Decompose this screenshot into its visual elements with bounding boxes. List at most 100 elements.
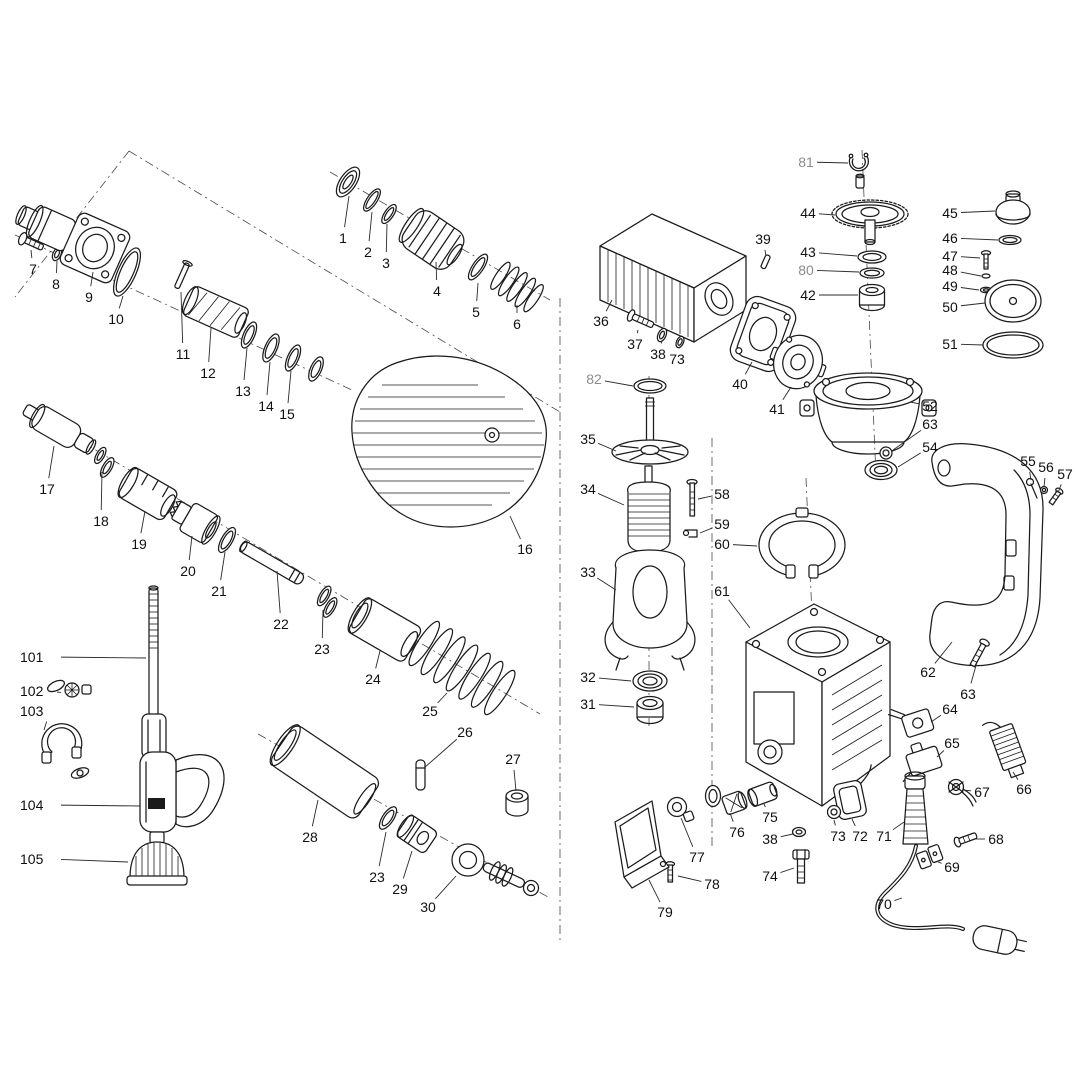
- part-label-105: 105: [20, 851, 44, 867]
- part-label-56: 56: [1038, 459, 1054, 475]
- part-label-15: 15: [279, 406, 295, 422]
- leader-line-20: [188, 535, 193, 561]
- part-17-striker-piston: [22, 403, 97, 455]
- part-label-23: 23: [314, 641, 330, 657]
- leader-line-74: [780, 867, 795, 873]
- part-label-10: 10: [108, 311, 124, 327]
- part-20-ratchet-sleeve: [169, 500, 221, 545]
- leader-line-36: [605, 299, 613, 312]
- part-label-67: 67: [974, 784, 990, 800]
- part-66-carbon-brush: [982, 721, 1027, 779]
- part-label-75: 75: [762, 809, 778, 825]
- leader-line-50: [960, 302, 986, 307]
- part-label-8: 8: [52, 276, 60, 292]
- leader-line-64: [930, 714, 942, 723]
- part-77-cap: [666, 796, 695, 823]
- part-50-cover-plate: [984, 279, 1042, 323]
- part-label-63: 63: [960, 686, 976, 702]
- part-43-snap-ring: [857, 250, 887, 264]
- part-55-screw: [1025, 477, 1038, 499]
- part-3-ring: [381, 203, 397, 225]
- leader-line-48: [960, 271, 982, 277]
- part-47-screw: [980, 250, 992, 270]
- part-12-cylinder-sleeve: [181, 286, 249, 338]
- leader-line-38: [780, 833, 794, 838]
- leader-line-38: [660, 340, 663, 344]
- leader-line-44: [818, 213, 836, 216]
- leader-line-105: [60, 858, 129, 863]
- part-label-18: 18: [93, 513, 109, 529]
- part-label-33: 33: [580, 564, 596, 580]
- leader-line-16: [509, 515, 521, 540]
- part-7-bolt: [17, 232, 44, 251]
- part-56-washer: [1039, 485, 1049, 495]
- part-label-11: 11: [176, 346, 191, 362]
- leader-line-52: [909, 401, 920, 405]
- part-label-28: 28: [302, 829, 318, 845]
- part-41-bearing-plate: [769, 334, 827, 390]
- leader-line-102: [56, 691, 61, 694]
- leader-line-25: [437, 692, 448, 704]
- part-18-rings: [93, 446, 115, 478]
- leader-line-40: [744, 361, 753, 375]
- leader-line-8: [56, 260, 58, 274]
- part-label-19: 19: [131, 536, 147, 552]
- axis-line: [14, 150, 130, 298]
- part-22-rod: [239, 540, 305, 585]
- part-label-63: 63: [922, 416, 938, 432]
- part-58-screw: [686, 478, 698, 517]
- part-label-26: 26: [457, 724, 473, 740]
- leader-line-18: [100, 471, 103, 511]
- part-23b-ring: [378, 806, 398, 830]
- part-63-spring-washer: [879, 446, 893, 460]
- part-75-cylinder-piece: [747, 781, 778, 807]
- part-label-42: 42: [800, 287, 816, 303]
- part-74-bolt: [792, 849, 810, 884]
- part-10-o-ring: [112, 247, 142, 297]
- part-label-52: 52: [922, 398, 938, 414]
- part-label-79: 79: [657, 904, 673, 920]
- part-31-collar: [636, 695, 664, 725]
- part-44-gear: [831, 199, 909, 246]
- leader-line-103: [43, 721, 48, 731]
- part-label-46: 46: [942, 230, 958, 246]
- part-label-73: 73: [830, 828, 846, 844]
- part-label-41: 41: [769, 401, 785, 417]
- leader-line-34: [597, 493, 625, 506]
- part-label-16: 16: [517, 541, 533, 557]
- part-label-37: 37: [627, 336, 643, 352]
- part-label-65: 65: [944, 735, 960, 751]
- part-21-o-ring: [217, 526, 237, 554]
- part-label-61: 61: [714, 583, 730, 599]
- part-71-cord-guard: [902, 771, 929, 845]
- part-label-77: 77: [689, 849, 705, 865]
- part-label-22: 22: [273, 616, 289, 632]
- part-label-14: 14: [258, 398, 274, 414]
- leader-line-70: [894, 897, 903, 901]
- leader-line-17: [48, 445, 55, 479]
- part-1-retainer-rings: [335, 166, 361, 198]
- part-103-band-clamp: [41, 723, 90, 779]
- part-25-spring: [408, 620, 516, 716]
- part-label-13: 13: [235, 383, 251, 399]
- leader-line-81: [816, 161, 849, 164]
- leader-line-23: [321, 609, 324, 639]
- part-label-71: 71: [876, 828, 892, 844]
- part-73b-washer: [826, 804, 842, 820]
- part-label-30: 30: [420, 899, 436, 915]
- part-label-24: 24: [365, 671, 381, 687]
- leader-line-66: [1012, 771, 1019, 781]
- leader-line-24: [375, 650, 381, 669]
- leader-line-62: [934, 641, 953, 664]
- part-104-handle-grip: [139, 713, 225, 833]
- part-72-capacitor: [833, 764, 872, 821]
- part-label-66: 66: [1016, 781, 1032, 797]
- part-label-50: 50: [942, 299, 958, 315]
- leader-line-39: [764, 249, 767, 257]
- leader-line-5: [476, 282, 479, 302]
- part-label-54: 54: [922, 439, 938, 455]
- part-64-brush-holder: [888, 708, 935, 738]
- leader-line-33: [597, 577, 617, 591]
